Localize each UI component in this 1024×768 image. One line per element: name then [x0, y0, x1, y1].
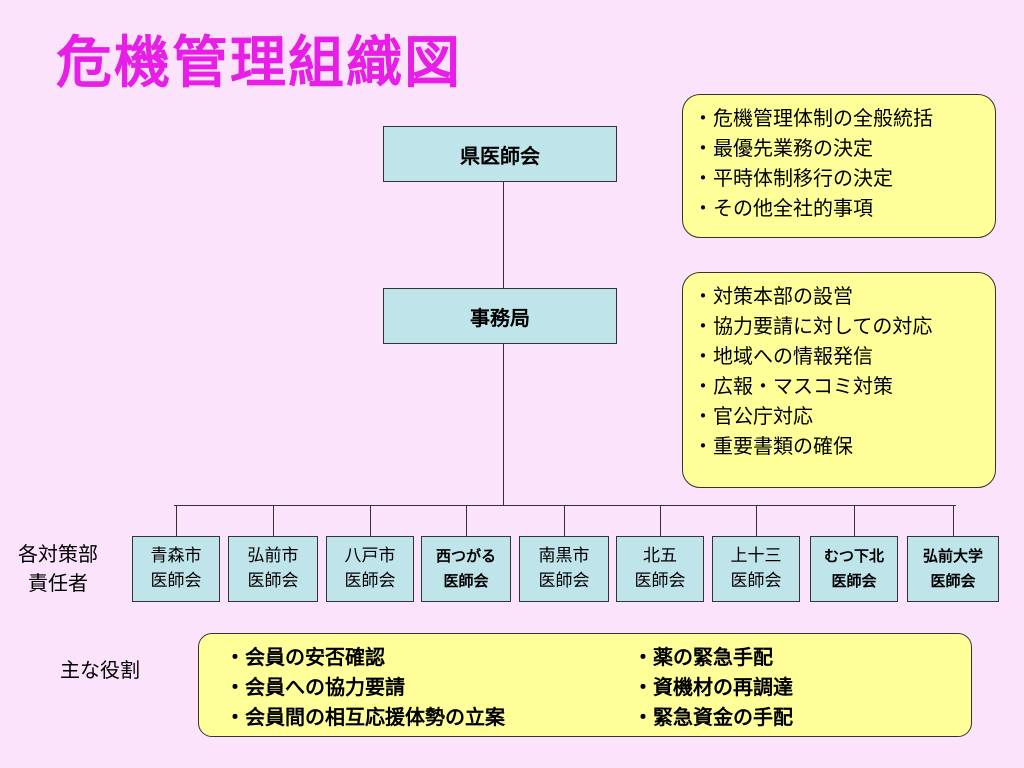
secretariat-duty-item: ・広報・マスコミ対策	[693, 374, 893, 398]
branch-kamitosan: 上十三 医師会	[712, 536, 800, 602]
branch-suffix: 医師会	[730, 571, 782, 591]
roles-column-right: ・薬の緊急手配 ・資機材の再調達 ・緊急資金の手配	[633, 642, 793, 732]
secretariat-duties-note: ・対策本部の設営 ・協力要請に対しての対応 ・地域への情報発信 ・広報・マスコミ…	[682, 272, 996, 488]
branch-heads-label-line: 責任者	[28, 571, 88, 595]
main-roles-label: 主な役割	[60, 658, 140, 682]
branch-suffix: 医師会	[150, 571, 202, 591]
connector-branch-drop	[564, 505, 565, 536]
role-item: ・会員間の相互応援体勢の立案	[225, 705, 505, 729]
secretariat-duty-item: ・地域への情報発信	[693, 344, 873, 368]
connector-branch-drop	[854, 505, 855, 536]
branch-hirosaki: 弘前市 医師会	[228, 536, 318, 602]
branch-name: 弘前大学	[922, 547, 983, 565]
secretariat-duty-item: ・重要書類の確保	[693, 434, 853, 458]
connector-branch-drop	[660, 505, 661, 536]
branch-hirosaki-university: 弘前大学 医師会	[907, 536, 999, 602]
connector-branch-drop	[953, 505, 954, 536]
branch-suffix: 医師会	[930, 572, 976, 590]
top-duty-item: ・最優先業務の決定	[693, 136, 873, 160]
branch-name: 北五	[643, 546, 677, 566]
connector-branch-drop	[466, 505, 467, 536]
branch-suffix: 医師会	[634, 571, 686, 591]
connector-branch-drop	[273, 505, 274, 536]
branch-name: 南黒市	[538, 546, 590, 566]
branch-mutsu-shimokita: むつ下北 医師会	[810, 536, 898, 602]
branch-hokugo: 北五 医師会	[616, 536, 704, 602]
connector-branch-drop	[756, 505, 757, 536]
branch-name: 弘前市	[247, 546, 299, 566]
branch-minamikuro: 南黒市 医師会	[519, 536, 609, 602]
branch-suffix: 医師会	[247, 571, 299, 591]
top-duties-note: ・危機管理体制の全般統括 ・最優先業務の決定 ・平時体制移行の決定 ・その他全社…	[682, 94, 996, 238]
roles-column-left: ・会員の安否確認 ・会員への協力要請 ・会員間の相互応援体勢の立案	[225, 642, 505, 732]
branch-name: 青森市	[150, 546, 202, 566]
role-item: ・資機材の再調達	[633, 675, 793, 699]
secretariat-duty-item: ・対策本部の設営	[693, 284, 853, 308]
role-item: ・会員の安否確認	[225, 645, 385, 669]
role-item: ・緊急資金の手配	[633, 705, 793, 729]
secretariat-node: 事務局	[383, 288, 617, 344]
connector-horizontal-bus	[174, 505, 956, 506]
connector-top-to-secretariat	[503, 182, 504, 288]
top-duty-item: ・平時体制移行の決定	[693, 166, 893, 190]
branch-suffix: 医師会	[443, 572, 489, 590]
branch-suffix: 医師会	[344, 571, 396, 591]
top-node-prefectural-association: 県医師会	[383, 126, 617, 182]
connector-branch-drop	[176, 505, 177, 536]
branch-name: むつ下北	[823, 547, 884, 565]
top-duty-item: ・その他全社的事項	[693, 196, 873, 220]
secretariat-duty-item: ・官公庁対応	[693, 404, 813, 428]
branch-aomori: 青森市 医師会	[132, 536, 220, 602]
page-title: 危機管理組織図	[56, 31, 462, 96]
connector-branch-drop	[370, 505, 371, 536]
branch-name: 八戸市	[344, 546, 396, 566]
branch-suffix: 医師会	[538, 571, 590, 591]
branch-suffix: 医師会	[831, 572, 877, 590]
branch-heads-label: 各対策部 責任者	[8, 540, 108, 598]
top-duty-item: ・危機管理体制の全般統括	[693, 106, 933, 130]
branch-heads-label-line: 各対策部	[18, 542, 98, 566]
main-roles-box: ・会員の安否確認 ・会員への協力要請 ・会員間の相互応援体勢の立案 ・薬の緊急手…	[198, 633, 972, 737]
connector-secretariat-down	[503, 344, 504, 506]
branch-nishitsugaru: 西つがる 医師会	[421, 536, 511, 602]
branch-name: 上十三	[730, 546, 782, 566]
role-item: ・会員への協力要請	[225, 675, 405, 699]
branch-name: 西つがる	[435, 547, 496, 565]
secretariat-duty-item: ・協力要請に対しての対応	[693, 314, 933, 338]
branch-hachinohe: 八戸市 医師会	[326, 536, 414, 602]
role-item: ・薬の緊急手配	[633, 645, 773, 669]
